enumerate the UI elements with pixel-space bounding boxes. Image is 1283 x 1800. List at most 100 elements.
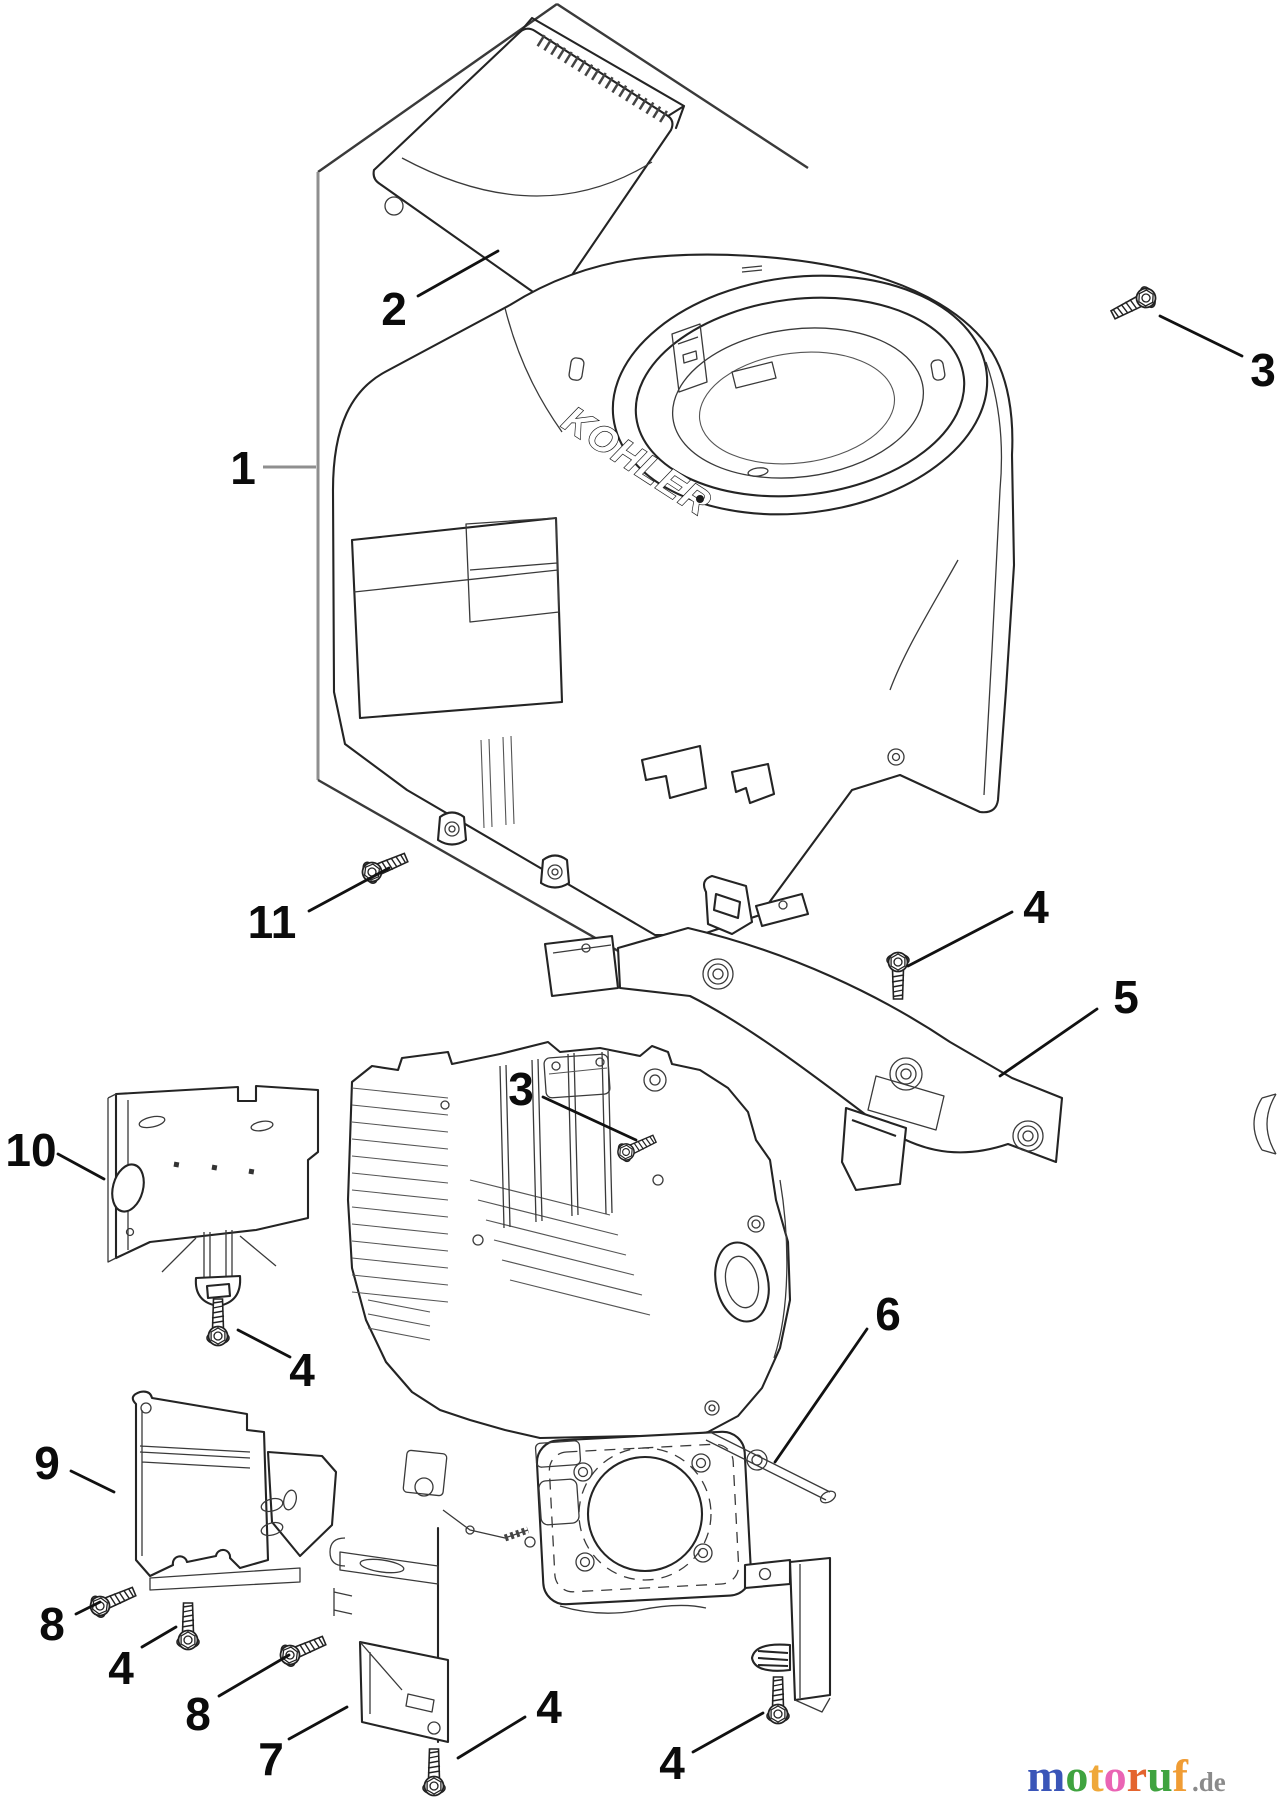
shroud-slot-1	[138, 1115, 166, 1129]
head-studs	[499, 1050, 613, 1229]
breather-box	[543, 1053, 611, 1099]
leader-6	[773, 1327, 869, 1464]
head-port	[538, 1478, 580, 1526]
housing-bottom-tab	[640, 744, 708, 800]
upper-mount-strip	[329, 1537, 439, 1616]
shroud-plate	[114, 1084, 320, 1260]
bracket6-fin-clamp	[750, 1643, 792, 1672]
bore-gasket-dashed	[578, 1447, 712, 1581]
callout-8-mid: 8	[185, 1688, 211, 1740]
fins-lower-patch	[367, 1299, 431, 1341]
bracket-right-diagonal	[556, 2, 809, 170]
kohler-logo-dot	[696, 495, 704, 503]
screw-4-housing	[886, 951, 910, 1000]
leader-5	[998, 1007, 1099, 1078]
cover-louver-serration	[536, 34, 670, 124]
screw-8-mid	[276, 1629, 330, 1670]
leader-4-bottom	[456, 1715, 527, 1760]
case-dot-3	[652, 1174, 664, 1186]
boss-a-hole	[448, 825, 456, 833]
linkage-bolt	[524, 1536, 536, 1548]
leader-4-left	[140, 1625, 178, 1649]
oil-fill-cap	[643, 1068, 667, 1092]
screw-3-upper	[1107, 282, 1161, 326]
leader-7	[287, 1705, 349, 1741]
cover-ear-tab	[384, 196, 404, 216]
valve-cover-hint	[534, 1440, 582, 1468]
cover-lip	[518, 16, 686, 130]
bracket-part-6-drawing	[743, 1556, 832, 1713]
baffle-edge-hook	[1253, 1093, 1277, 1155]
wm-letter-r: r	[1127, 1750, 1147, 1800]
linkage-pivot	[465, 1525, 475, 1535]
case-right-seam	[773, 1179, 788, 1359]
callout-1: 1	[230, 442, 256, 494]
shroud-oval-hole	[111, 1163, 145, 1213]
leader-3-upper	[1158, 314, 1244, 358]
shroud-slot-2	[250, 1120, 274, 1132]
baffle9-plate	[131, 1390, 270, 1578]
pto-bearing-inner	[724, 1255, 760, 1309]
housing-creases	[504, 307, 959, 691]
screw-4-left	[176, 1602, 200, 1651]
baffle9-ribs	[139, 1410, 251, 1556]
baffle-part-9-drawing	[131, 1390, 338, 1591]
baffle-flap	[840, 1106, 908, 1192]
housing-mount-tab	[730, 762, 776, 805]
mount-slot	[359, 1558, 405, 1574]
housing-slot-left	[568, 357, 585, 381]
fan-opening-outer-ring	[611, 274, 989, 516]
housing-outline	[331, 253, 1016, 937]
baffle9-curl	[140, 1402, 152, 1414]
wm-letter-u: u	[1147, 1750, 1173, 1800]
head-bolt-holes	[573, 1453, 713, 1572]
baffle-part-5-drawing	[543, 892, 1277, 1192]
screw-4-shroud	[206, 1298, 230, 1347]
baffle-top-tab	[754, 892, 810, 928]
callout-4-right: 4	[659, 1737, 685, 1789]
callout-8-left: 8	[39, 1598, 65, 1650]
fan-opening-mid-ring	[634, 296, 966, 498]
callout-4-shroud: 4	[289, 1344, 315, 1396]
baffle-plate	[616, 926, 1064, 1164]
solenoid-box	[402, 1449, 448, 1497]
throttle-linkage	[442, 1509, 529, 1539]
bracket-left-diagonal	[317, 3, 558, 173]
boss-b	[539, 854, 571, 889]
drain-plug-inner	[708, 1404, 716, 1412]
leader-11	[307, 866, 391, 913]
callout-4-housing: 4	[1023, 881, 1049, 933]
head-lower-flange	[559, 1604, 707, 1614]
bracket7-hole	[427, 1721, 441, 1735]
oil-fill-cap-inner	[649, 1074, 661, 1086]
blower-housing-part-1-drawing: KOHLER	[331, 253, 1016, 937]
boss-a-ring	[444, 821, 460, 837]
bracket6-top-tab	[743, 1558, 792, 1590]
solenoid-face	[414, 1477, 434, 1497]
housing-vent-oval	[747, 467, 769, 477]
boss-b-ring	[547, 864, 563, 880]
plug-boss	[746, 1449, 768, 1471]
breather-bolt-1	[551, 1061, 561, 1071]
screw-8-left	[86, 1580, 140, 1621]
callout-6: 6	[875, 1288, 901, 1340]
callout-2: 2	[381, 283, 407, 335]
intake-opening	[350, 516, 564, 720]
shroud-small-hole	[125, 1227, 135, 1237]
bracket-part-7-drawing	[329, 1526, 450, 1744]
shroud-square-holes	[173, 1161, 255, 1175]
leader-lines	[56, 249, 1244, 1760]
motoruf-watermark-suffix: .de	[1192, 1767, 1226, 1797]
screw-4-right	[766, 1676, 790, 1725]
housing-inner-tab	[731, 361, 777, 389]
ignition-bracket	[671, 323, 708, 393]
leader-8-mid	[217, 1653, 291, 1698]
fan-opening-depth-ring	[698, 351, 896, 465]
callout-9: 9	[34, 1437, 60, 1489]
bracket7-details	[359, 1641, 435, 1714]
baffle9-bottom-step	[149, 1567, 301, 1591]
tube-end	[819, 1490, 837, 1504]
breather-line	[548, 1067, 608, 1075]
